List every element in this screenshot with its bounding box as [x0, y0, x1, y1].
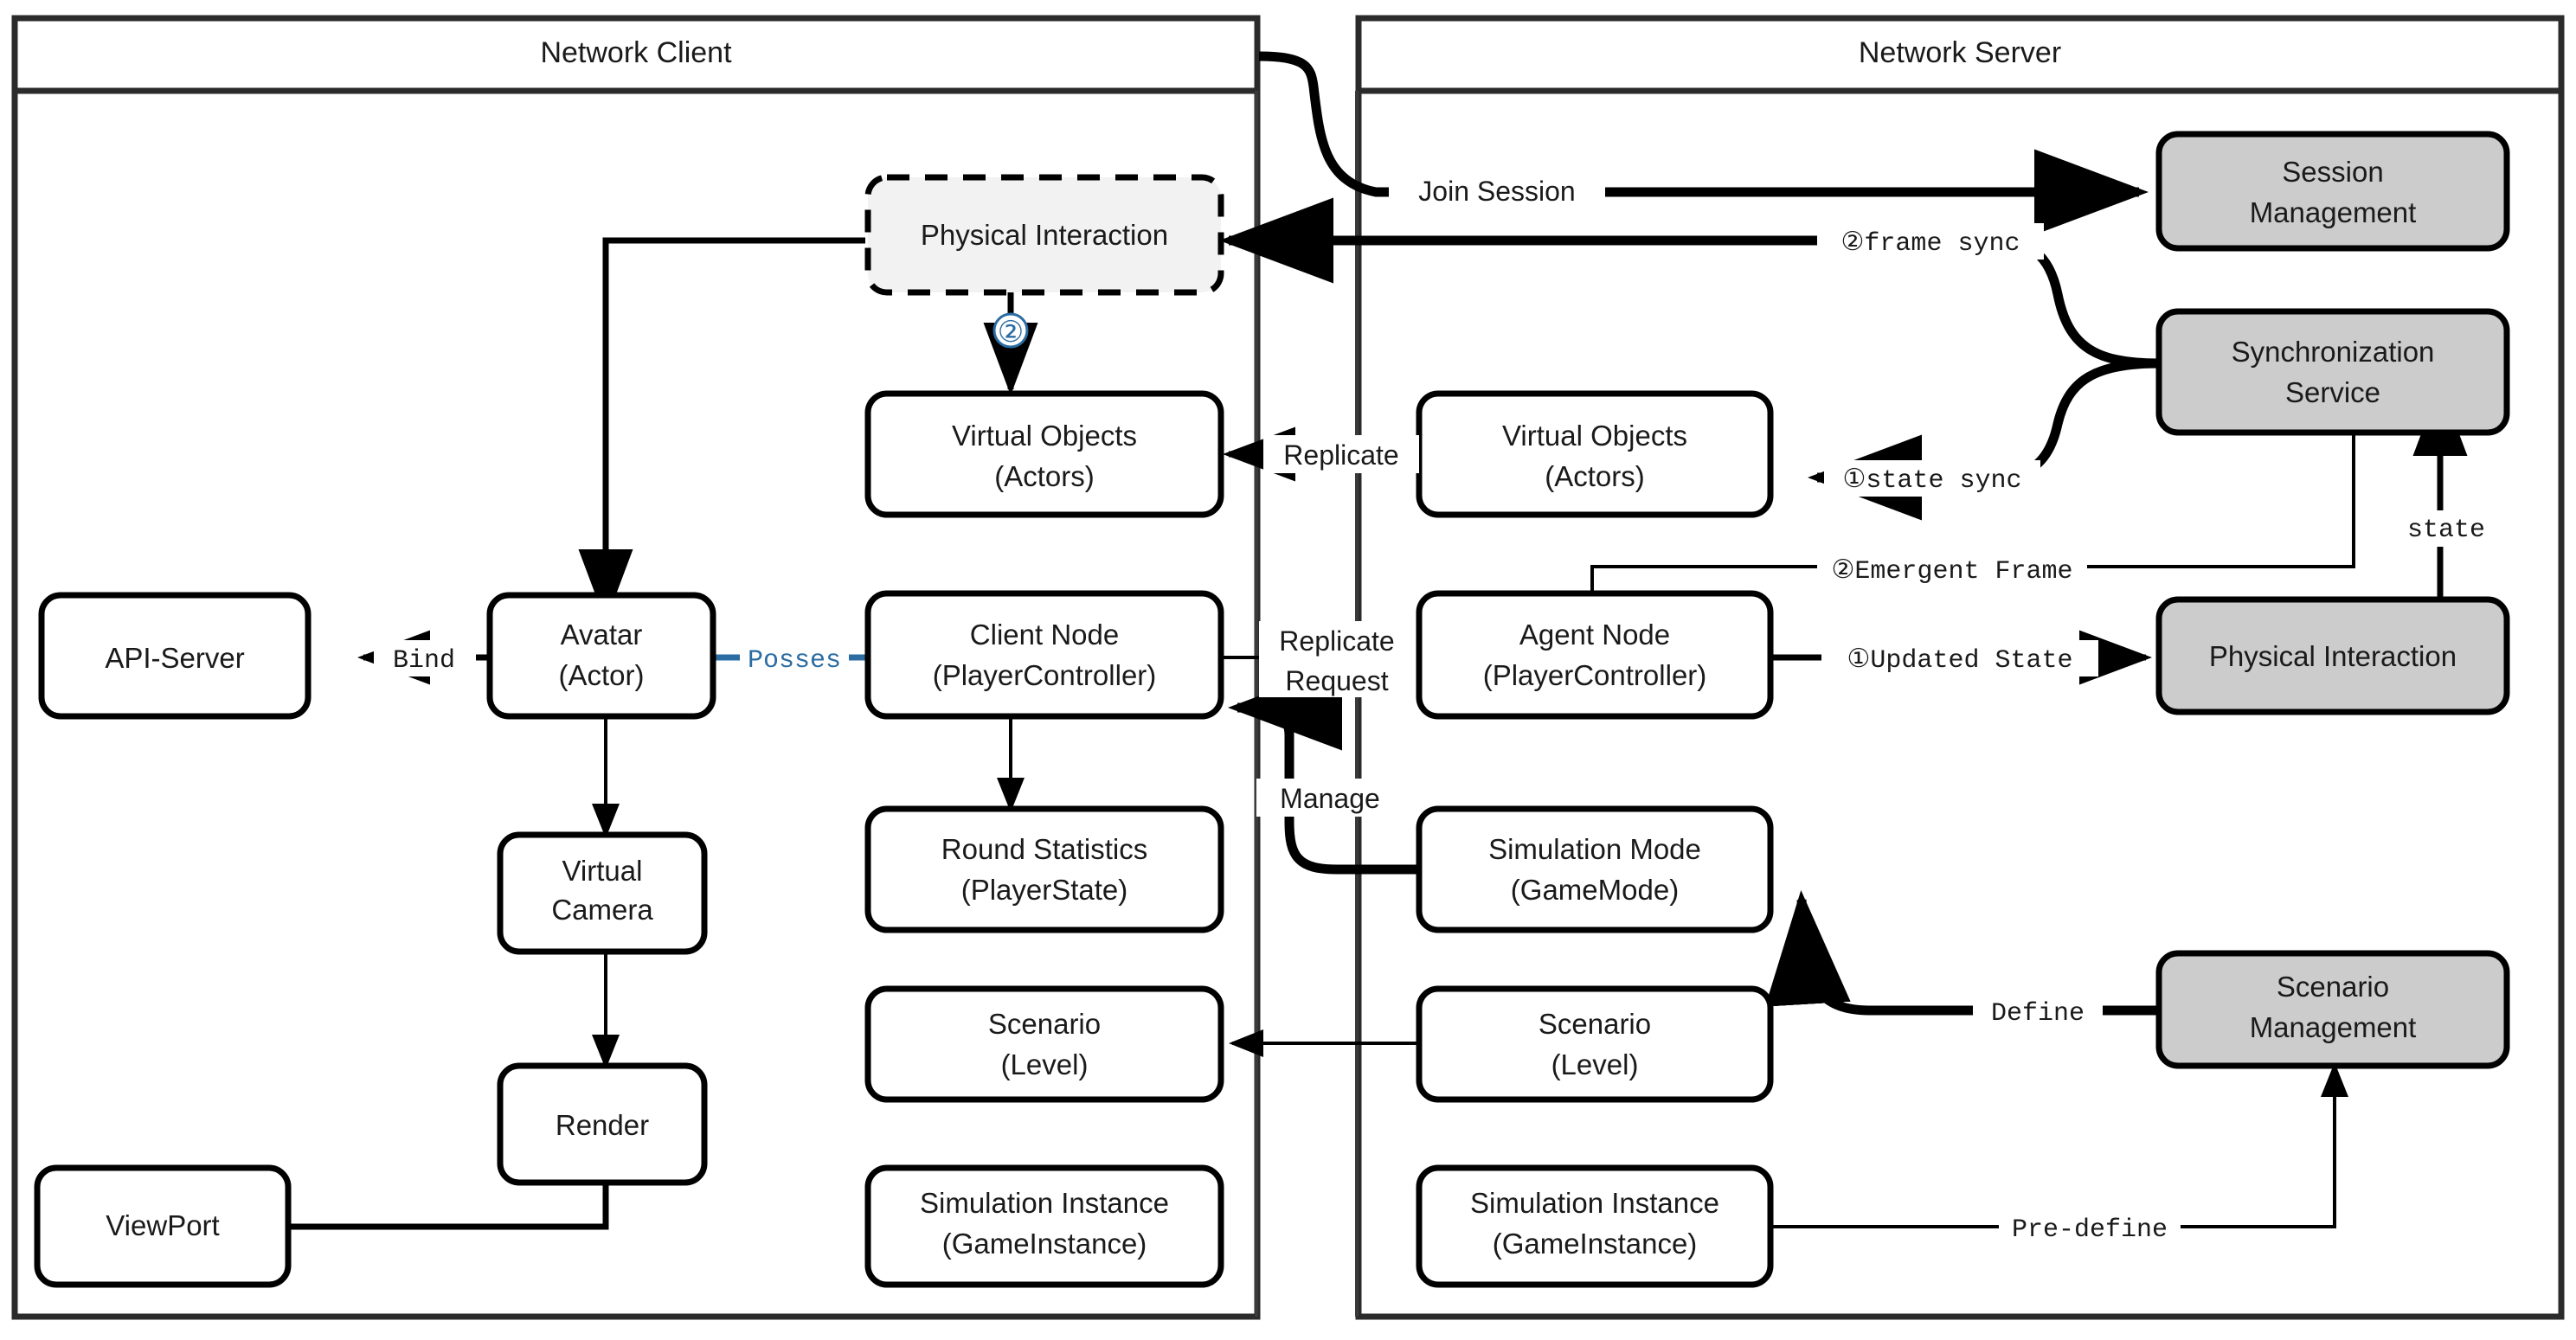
node-label: Simulation Instance [920, 1187, 1169, 1219]
node-physical-interaction-client[interactable]: Physical Interaction [864, 174, 1224, 296]
node-sublabel: (GameMode) [1511, 874, 1679, 906]
node-label: Scenario [988, 1008, 1101, 1040]
node-simulation-instance-server[interactable]: Simulation Instance (GameInstance) [1416, 1164, 1774, 1288]
node-sublabel: (PlayerController) [933, 659, 1157, 691]
node-sublabel: (Actors) [1545, 460, 1645, 492]
node-simulation-mode[interactable]: Simulation Mode (GameMode) [1416, 805, 1774, 933]
node-sublabel: (Actors) [994, 460, 1095, 492]
node-physical-interaction-server[interactable]: Physical Interaction [2155, 596, 2510, 715]
svg-text:Pre-define: Pre-define [2012, 1215, 2168, 1245]
node-sublabel: (Actor) [559, 659, 645, 691]
svg-text:Join Session: Join Session [1418, 176, 1575, 207]
node-sublabel: (GameInstance) [1493, 1228, 1698, 1260]
node-viewport[interactable]: ViewPort [34, 1164, 292, 1288]
node-sublabel: Management [2250, 1011, 2417, 1043]
node-label: Avatar [561, 619, 643, 651]
edge-render-to-viewport [158, 1183, 609, 1254]
node-sublabel: (PlayerController) [1483, 659, 1707, 691]
node-label: Virtual Objects [952, 420, 1137, 452]
node-render[interactable]: Render [497, 1062, 708, 1186]
label-state-sync: ①state sync [1824, 460, 2040, 497]
server-panel-title: Network Server [1859, 36, 2061, 69]
svg-text:②: ② [998, 315, 1024, 349]
svg-text:②frame sync: ②frame sync [1841, 229, 2020, 259]
edge-join-session [1258, 51, 2149, 235]
node-sublabel: (GameInstance) [942, 1228, 1147, 1260]
edge-pre-define [1770, 1062, 2348, 1228]
label-replicate-request: Replicate Request [1259, 621, 1415, 697]
node-virtual-objects-server[interactable]: Virtual Objects (Actors) [1416, 390, 1774, 518]
node-sublabel: (Level) [1001, 1048, 1089, 1080]
node-agent-node[interactable]: Agent Node (PlayerController) [1416, 590, 1774, 720]
label-bind: Bind [374, 640, 476, 676]
node-virtual-camera[interactable]: Virtual Camera [497, 831, 708, 955]
node-label: Session [2282, 156, 2383, 188]
node-label: Physical Interaction [921, 219, 1168, 251]
label-pre-define: Pre-define [1999, 1209, 2181, 1246]
svg-text:state: state [2407, 516, 2485, 545]
svg-text:Request: Request [1285, 665, 1388, 696]
svg-text:①Updated State: ①Updated State [1847, 646, 2073, 676]
svg-text:Replicate: Replicate [1283, 439, 1398, 471]
label-manage: Manage [1256, 779, 1404, 817]
node-label: Virtual Objects [1502, 420, 1687, 452]
node-label: Client Node [970, 619, 1119, 651]
svg-text:Posses: Posses [748, 646, 841, 676]
node-scenario-client[interactable]: Scenario (Level) [864, 985, 1224, 1103]
label-posses: Posses [740, 640, 849, 676]
node-client-node[interactable]: Client Node (PlayerController) [864, 590, 1224, 720]
node-avatar[interactable]: Avatar (Actor) [486, 592, 716, 720]
node-label: Simulation Instance [1470, 1187, 1719, 1219]
label-replicate-objects: Replicate [1263, 435, 1419, 473]
node-sublabel: Service [2285, 376, 2380, 408]
node-label: Virtual [562, 855, 643, 887]
node-label: Scenario [1539, 1008, 1651, 1040]
node-sublabel: Camera [551, 894, 653, 926]
node-scenario-management[interactable]: Scenario Management [2155, 950, 2510, 1069]
svg-text:Manage: Manage [1280, 783, 1380, 814]
node-label: Agent Node [1519, 619, 1670, 651]
node-api-server[interactable]: API-Server [38, 592, 312, 720]
client-panel-title: Network Client [540, 36, 732, 69]
svg-text:Define: Define [1991, 999, 2085, 1029]
node-label: Simulation Mode [1488, 833, 1701, 865]
svg-text:Replicate: Replicate [1279, 625, 1394, 657]
node-label: Synchronization [2232, 336, 2435, 368]
node-label: Physical Interaction [2209, 640, 2457, 672]
node-sublabel: Management [2250, 196, 2417, 228]
node-sublabel: (PlayerState) [961, 874, 1128, 906]
node-label: Render [556, 1109, 649, 1141]
node-scenario-server[interactable]: Scenario (Level) [1416, 985, 1774, 1103]
node-label: Scenario [2277, 971, 2389, 1003]
node-label: ViewPort [106, 1209, 219, 1241]
label-frame-sync: ②frame sync [1817, 223, 2044, 260]
node-virtual-objects-client[interactable]: Virtual Objects (Actors) [864, 390, 1224, 518]
node-simulation-instance-client[interactable]: Simulation Instance (GameInstance) [864, 1164, 1224, 1288]
svg-text:①state sync: ①state sync [1843, 466, 2022, 496]
label-emergent-frame: ②Emergent Frame [1817, 551, 2087, 587]
edge-interaction-to-avatar [578, 237, 865, 622]
marker-two-icon: ② [992, 312, 1029, 349]
svg-text:Bind: Bind [393, 646, 455, 676]
label-define: Define [1973, 993, 2103, 1029]
node-label: Round Statistics [941, 833, 1147, 865]
node-synchronization-service[interactable]: Synchronization Service [2155, 308, 2510, 436]
svg-text:②Emergent Frame: ②Emergent Frame [1832, 557, 2073, 587]
node-sublabel: (Level) [1551, 1048, 1639, 1080]
node-session-management[interactable]: Session Management [2155, 131, 2510, 252]
node-label: API-Server [105, 642, 244, 674]
node-round-statistics[interactable]: Round Statistics (PlayerState) [864, 805, 1224, 933]
label-state: state [2399, 510, 2494, 547]
edge-define [1764, 890, 2159, 1016]
label-join-session: Join Session [1389, 171, 1605, 209]
edge-manage [1228, 664, 1419, 875]
label-updated-state: ①Updated State [1821, 640, 2098, 676]
